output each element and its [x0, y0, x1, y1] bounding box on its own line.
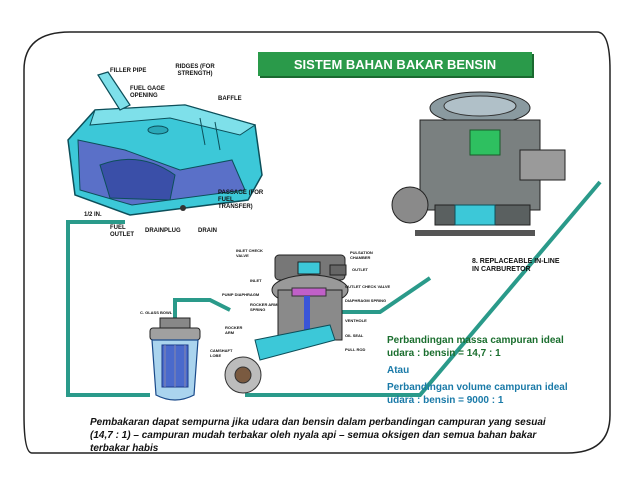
volume-ratio-text: Perbandingan volume campuran ideal udara…: [387, 381, 597, 407]
fuel-line: [66, 180, 602, 397]
label-ridges: RIDGES (FOR STRENGTH): [175, 64, 215, 77]
label-fuel-outlet: FUEL OUTLET: [110, 225, 134, 238]
label-outlet: OUTLET: [352, 267, 368, 272]
label-passage: PASSAGE (FOR FUEL TRANSFER): [218, 190, 264, 210]
mass-ratio-line1: Perbandingan massa campuran ideal: [387, 335, 564, 346]
label-filler-pipe: FILLER PIPE: [110, 68, 147, 74]
label-outlet-check-valve: OUTLET CHECK VALVE: [345, 284, 391, 289]
carburetor: [391, 91, 566, 236]
glass-bowl-filter: [149, 317, 201, 401]
label-vent-hole: VENTHOLE: [345, 318, 367, 323]
combustion-description: Pembakaran dapat sempurna jika udara dan…: [90, 417, 546, 454]
label-inlet-check-valve: INLET CHECK VALVE: [236, 248, 263, 258]
volume-ratio-line1: Perbandingan volume campuran ideal: [387, 382, 568, 393]
label-baffle: BAFFLE: [218, 96, 242, 102]
label-oil-seal: OIL SEAL: [345, 333, 364, 338]
label-fuel-gage-opening: FUEL GAGE OPENING: [130, 86, 165, 99]
label-pull-rod: PULL ROD: [345, 347, 366, 352]
page-title: SISTEM BAHAN BAKAR BENSIN: [258, 52, 532, 76]
label-glass-bowl: C. GLASS BOWL: [140, 310, 173, 315]
label-carburetor: 8. REPLACEABLE IN-LINE IN CARBURETOR: [472, 258, 560, 273]
label-pump-diaphragm: PUMP DIAPHRAGM: [222, 292, 260, 297]
label-camshaft-lobe: CAMSHAFT LOBE: [210, 348, 233, 358]
label-half-inch: 1/2 IN.: [84, 212, 102, 218]
mass-ratio-line2: udara : bensin = 14,7 : 1: [387, 348, 501, 359]
label-drain: DRAIN: [198, 228, 217, 234]
label-inlet: INLET: [250, 278, 262, 283]
mixture-info: Perbandingan massa campuran ideal udara …: [387, 334, 597, 411]
fuel-tank: [67, 71, 263, 216]
mass-ratio-text: Perbandingan massa campuran ideal udara …: [387, 334, 597, 360]
label-rocker-arm-spring: ROCKER ARM SPRING: [250, 302, 278, 312]
label-drainplug: DRAINPLUG: [145, 228, 181, 234]
label-pulsation-chamber: PULSATION CHAMBER: [350, 250, 373, 260]
or-text: Atau: [387, 365, 410, 376]
volume-ratio-line2: udara : bensin = 9000 : 1: [387, 395, 504, 406]
frame: [23, 31, 611, 454]
label-rocker-arm: ROCKER ARM: [225, 325, 243, 335]
label-diaphragm-spring: DIAPHRAGM SPRING: [345, 298, 387, 303]
fuel-pump: [224, 254, 349, 394]
